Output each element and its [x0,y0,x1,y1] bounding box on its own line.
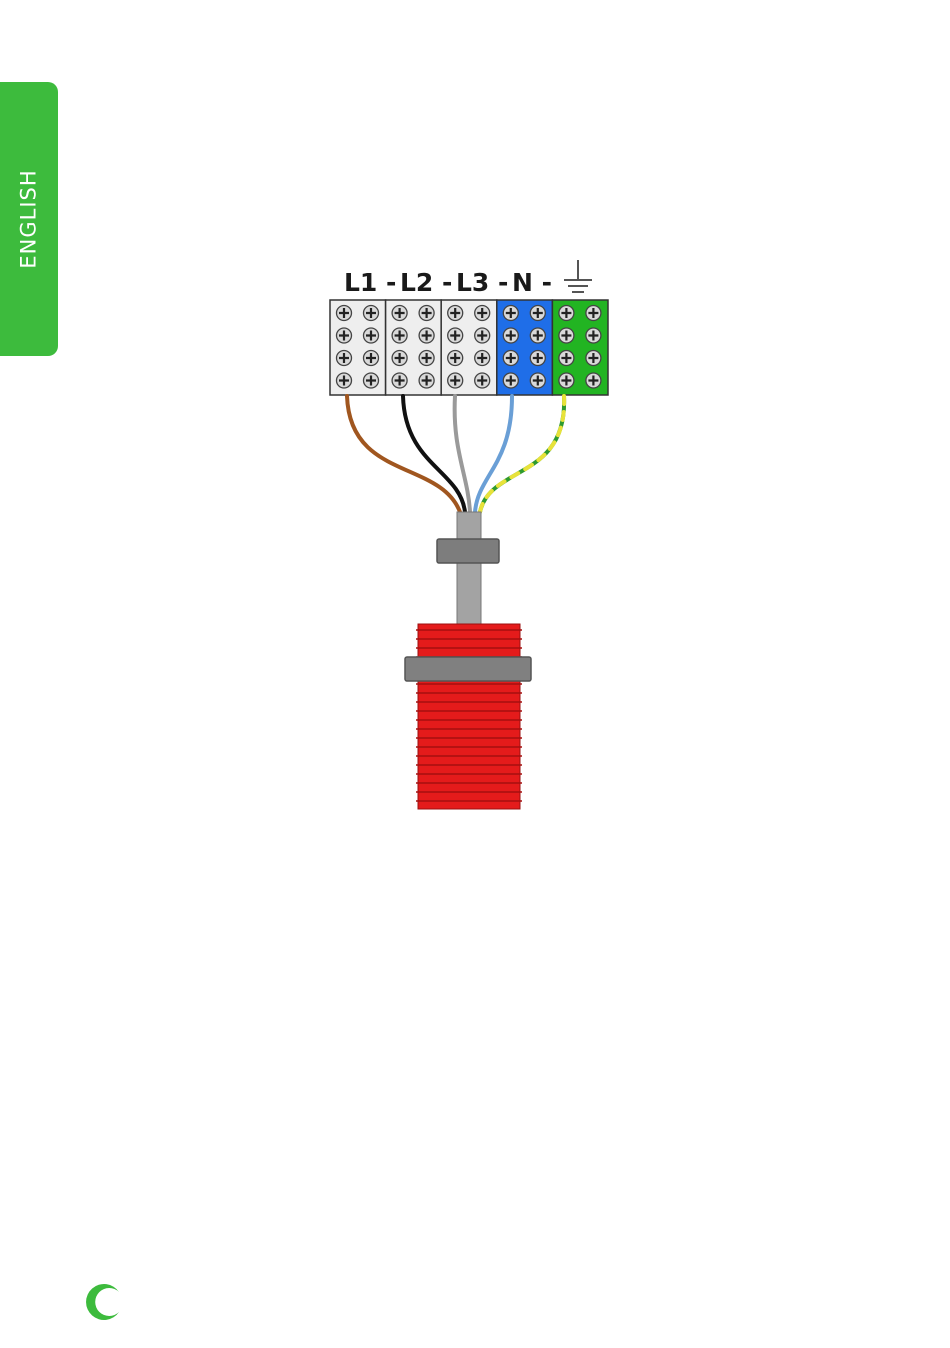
terminal-screw-icon [559,328,574,343]
terminal-screw-icon [530,373,545,388]
wire-bundle [347,396,564,512]
terminal-screw-icon [559,373,574,388]
language-tab-label: ENGLISH [17,169,41,268]
terminal-label-l3: L3 - [456,268,508,297]
terminal-screw-icon [559,351,574,366]
wire-5 [480,396,564,512]
terminal-screw-icon [503,373,518,388]
terminal-screw-icon [530,351,545,366]
language-tab[interactable]: ENGLISH [0,82,58,356]
ground-symbol-icon [564,260,592,292]
terminal-screw-icon [586,306,601,321]
terminal-screw-icon [530,306,545,321]
terminal-screw-icon [448,373,463,388]
wiring-illustration: L1 - L2 - L3 - N - [300,250,640,820]
terminal-screw-icon [392,306,407,321]
terminal-label-l1: L1 - [344,268,396,297]
terminal-screw-icon [337,351,352,366]
terminal-screw-icon [392,351,407,366]
wire-3 [455,396,470,512]
terminal-screw-icon [586,351,601,366]
cable-sheath [457,512,481,624]
terminal-screw-icon [586,373,601,388]
terminal-screw-icon [530,328,545,343]
terminal-screw-icon [503,351,518,366]
terminal-screw-icon [503,306,518,321]
terminal-screw-icon [475,351,490,366]
terminal-screw-icon [586,328,601,343]
terminal-screw-icon [448,351,463,366]
terminal-label-n: N - [512,268,552,297]
brand-crescent-logo-icon [80,1280,124,1324]
terminal-screw-icon [503,328,518,343]
terminal-screw-icon [475,373,490,388]
terminal-screw-icon [364,373,379,388]
terminal-screw-icon [475,328,490,343]
earth-wire-stripe [480,396,564,512]
terminal-wiring-diagram: L1 - L2 - L3 - N - [300,250,640,820]
terminal-screw-icon [337,306,352,321]
terminal-screw-icon [419,351,434,366]
terminal-block-strip [330,300,608,395]
terminal-screw-icon [392,373,407,388]
terminal-screw-icon [337,373,352,388]
terminal-screw-icon [559,306,574,321]
terminal-screw-icon [448,328,463,343]
conduit-body [418,624,520,809]
terminal-screw-icon [364,328,379,343]
terminal-screw-icon [419,373,434,388]
terminal-screw-icon [364,306,379,321]
terminal-screw-icon [475,306,490,321]
terminal-screw-icon [448,306,463,321]
conduit-gland-ring [405,657,531,681]
flexible-conduit [416,624,522,809]
terminal-screw-icon [419,328,434,343]
terminal-screw-icon [392,328,407,343]
terminal-screw-icon [364,351,379,366]
terminal-screw-icon [419,306,434,321]
terminal-label-l2: L2 - [400,268,452,297]
wire-4 [475,396,512,512]
cable-gland-nut [437,539,499,563]
terminal-screw-icon [337,328,352,343]
